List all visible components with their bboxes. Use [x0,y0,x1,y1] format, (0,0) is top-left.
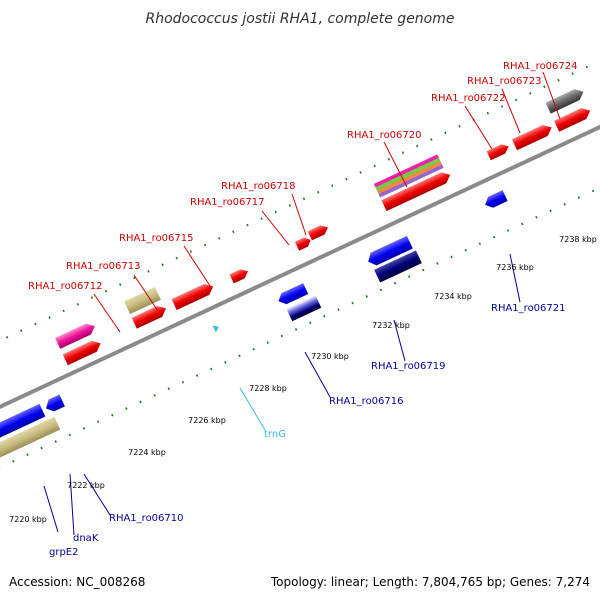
gene-feature-ro06720-multi[interactable] [373,154,444,198]
leader-dnaK [69,473,75,536]
scale-label: 7224 kbp [128,448,166,457]
leader-ro06719 [393,319,406,362]
leader-ro06721 [509,253,521,303]
gene-label-ro06724[interactable]: RHA1_ro06724 [503,61,578,72]
reverse-tick-track [0,161,600,476]
leader-ro06712 [93,293,121,333]
gene-feature-ro06724[interactable] [554,105,593,132]
leader-ro06710 [83,473,111,516]
gene-label-ro06722[interactable]: RHA1_ro06722 [431,93,506,104]
leader-ro06717 [261,210,290,246]
gene-label-ro06720[interactable]: RHA1_ro06720 [347,130,422,141]
gene-label-dnaK[interactable]: dnaK [73,533,99,544]
gene-feature-ro06719-top[interactable] [365,235,413,268]
leader-ro06720 [383,141,408,188]
genome-backbone [0,101,600,436]
gene-label-ro06718[interactable]: RHA1_ro06718 [221,181,296,192]
gene-feature-ro06723[interactable] [511,122,554,151]
gene-feature-pink[interactable] [55,321,97,349]
gene-feature-ro06715[interactable] [171,281,216,311]
gene-label-ro06710[interactable]: RHA1_ro06710 [109,513,184,524]
gene-feature-dnaK[interactable] [0,403,46,445]
gene-feature-ro06722[interactable] [486,142,511,161]
gene-label-ro06713[interactable]: RHA1_ro06713 [66,261,141,272]
accession-text: Accession: NC_008268 [9,575,145,589]
gene-feature-khaki-fwd[interactable] [124,287,161,315]
leader-ro06715 [183,245,213,290]
gene-feature-grpE2[interactable] [0,416,61,459]
gene-feature-red-small[interactable] [229,267,251,284]
leader-trnG [239,387,266,431]
gene-label-ro06717[interactable]: RHA1_ro06717 [190,197,265,208]
leader-ro06722 [464,105,493,150]
leader-ro06723 [501,88,521,134]
label-leader-lines [43,71,561,536]
scale-label: 7234 kbp [434,292,472,301]
scale-label: 7220 kbp [9,515,47,524]
gene-feature-ro06712[interactable] [62,338,103,366]
gene-label-ro06721[interactable]: RHA1_ro06721 [491,303,566,314]
gene-feature-ro06720[interactable] [381,169,452,212]
gene-feature-blue-small[interactable] [43,394,65,414]
gene-feature-ro06713[interactable] [131,303,169,329]
scale-labels: 7220 kbp 7222 kbp 7224 kbp 7226 kbp 7228… [9,235,597,524]
gene-label-trnG[interactable]: trnG [264,429,286,440]
genome-track [0,56,600,476]
gene-feature-ro06717[interactable] [294,235,313,251]
gene-feature-ro06719[interactable] [374,250,422,283]
scale-label: 7228 kbp [249,384,287,393]
gene-label-ro06716[interactable]: RHA1_ro06716 [329,396,404,407]
gene-label-grpE2[interactable]: grpE2 [49,547,79,558]
scale-label: 7236 kbp [496,263,534,272]
leader-grpE2 [43,485,59,533]
gene-label-ro06719[interactable]: RHA1_ro06719 [371,361,446,372]
trna-feature-trnG[interactable] [212,323,221,333]
genome-summary-text: Topology: linear; Length: 7,804,765 bp; … [270,575,590,589]
scale-label: 7238 kbp [559,235,597,244]
gene-label-ro06723[interactable]: RHA1_ro06723 [467,76,542,87]
gene-label-ro06715[interactable]: RHA1_ro06715 [119,233,194,244]
gene-feature-ro06716-mixed[interactable] [286,295,322,322]
gene-feature-ro06716[interactable] [276,283,309,307]
leader-ro06713 [133,274,159,312]
gene-feature-ro06721[interactable] [483,190,508,210]
scale-label: 7222 kbp [67,481,105,490]
gene-feature-ro06718[interactable] [307,223,330,241]
scale-label: 7226 kbp [188,416,226,425]
scale-label: 7232 kbp [372,321,410,330]
gene-labels: grpE2 dnaK RHA1_ro06710 RHA1_ro06712 RHA… [28,61,578,558]
gene-label-ro06712[interactable]: RHA1_ro06712 [28,281,103,292]
leader-ro06716 [304,351,331,398]
scale-label: 7230 kbp [311,352,349,361]
gene-feature-gray[interactable] [545,86,586,114]
leader-ro06724 [542,71,561,120]
leader-ro06718 [291,193,307,236]
forward-tick-track [0,56,600,372]
map-title: Rhodococcus jostii RHA1, complete genome [145,11,454,27]
